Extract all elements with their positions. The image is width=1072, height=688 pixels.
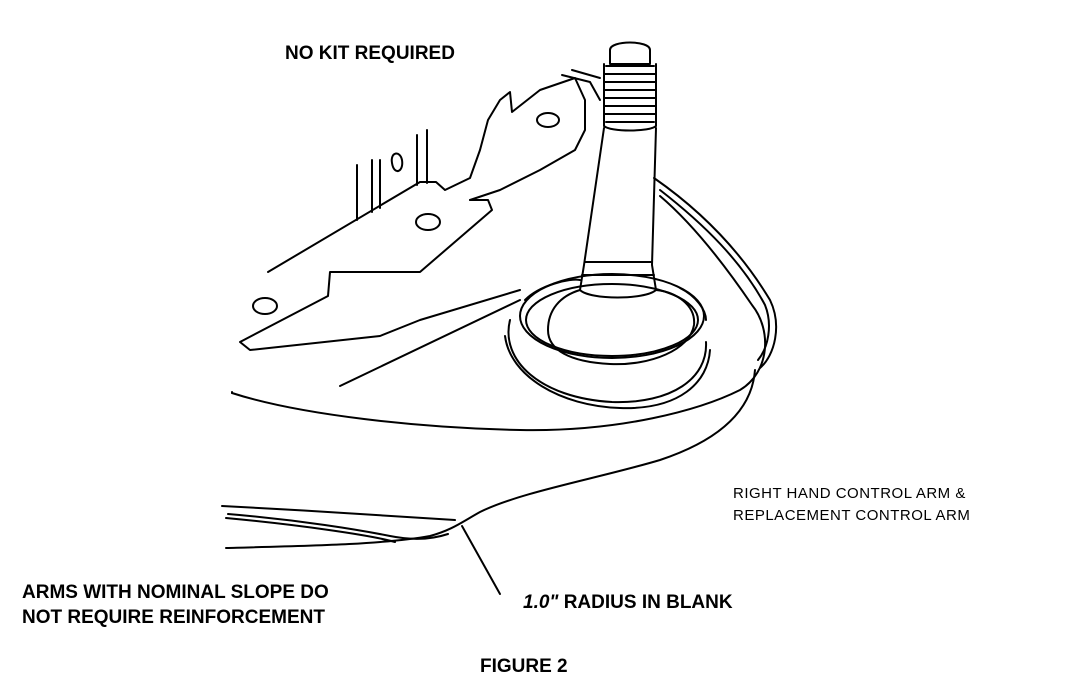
right-hand-arm-note: RIGHT HAND CONTROL ARM & REPLACEMENT CON…: [733, 483, 970, 527]
control-arm-body: [221, 69, 778, 549]
arms-slope-note: ARMS WITH NOMINAL SLOPE DO NOT REQUIRE R…: [22, 580, 329, 630]
right-hand-line-2: REPLACEMENT CONTROL ARM: [733, 507, 971, 524]
no-kit-label: NO KIT REQUIRED: [285, 43, 455, 64]
ball-joint-stud: [504, 41, 711, 410]
arms-note-line-1: ARMS WITH NOMINAL SLOPE DO: [22, 582, 329, 603]
radius-value: 1.0": [523, 592, 559, 613]
arms-note-line-2: NOT REQUIRE REINFORCEMENT: [22, 607, 325, 628]
radius-callout: 1.0" RADIUS IN BLANK: [523, 592, 733, 614]
right-hand-line-1: RIGHT HAND CONTROL ARM &: [733, 485, 966, 502]
radius-leader-line: [461, 525, 501, 595]
figure-caption: FIGURE 2: [480, 656, 568, 677]
radius-text: RADIUS IN BLANK: [558, 592, 733, 613]
